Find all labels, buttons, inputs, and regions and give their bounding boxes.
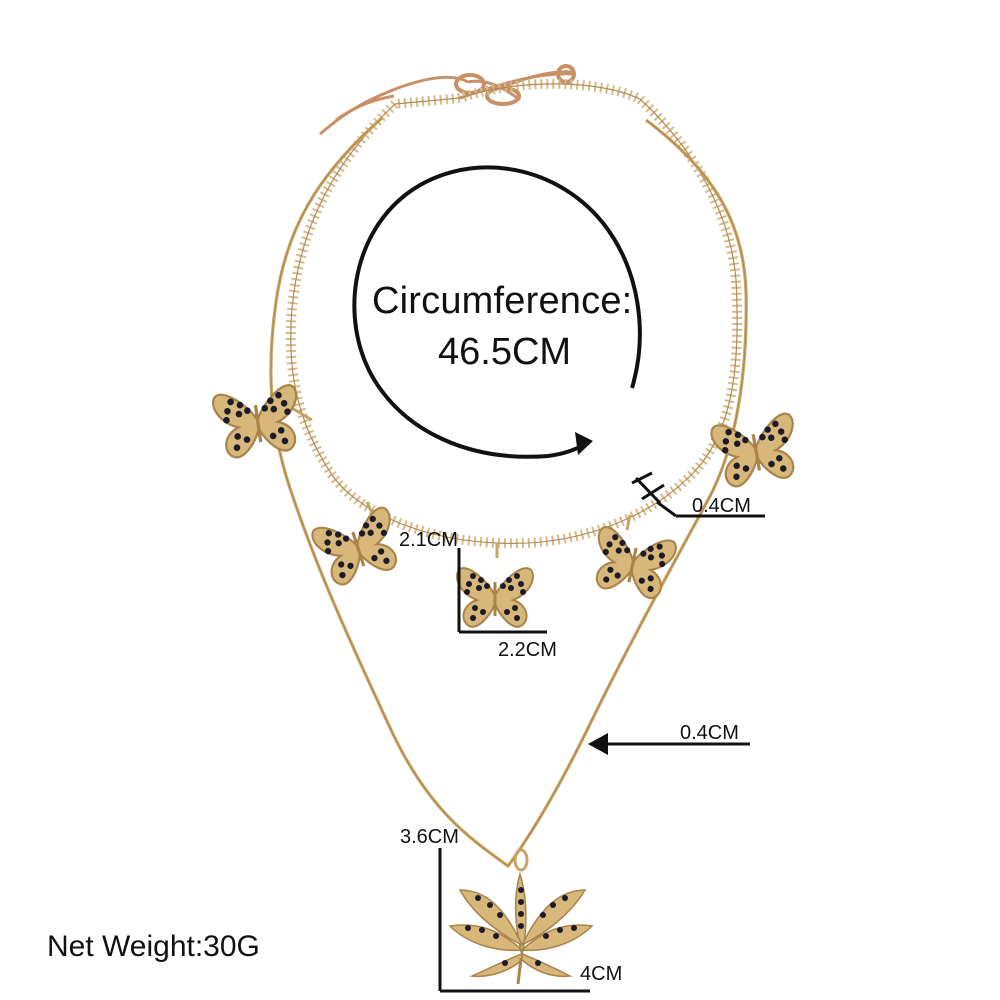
extension-chain-left	[319, 75, 521, 136]
circular-arrow-icon	[352, 165, 642, 459]
net-weight-label: Net Weight:30G	[47, 930, 260, 963]
snake-chain-width-label: 0.4CM	[680, 722, 739, 744]
butterfly-charm-4	[586, 514, 679, 603]
tennis-chain-width-label: 0.4CM	[692, 495, 751, 517]
circumference-label: Circumference:	[372, 280, 633, 322]
lobster-clasps	[454, 64, 576, 106]
circumference-value: 46.5CM	[438, 331, 572, 373]
butterfly-charm-1	[210, 382, 313, 462]
leaf-pendant	[448, 848, 594, 985]
butterfly-charm-2	[308, 501, 407, 591]
butterfly-height-label: 2.1CM	[399, 529, 458, 551]
dimension-marker-tennis-width	[631, 471, 765, 518]
butterfly-charm-5	[708, 410, 804, 491]
butterfly-charm-3	[455, 543, 535, 629]
butterfly-width-label: 2.2CM	[498, 639, 557, 661]
leaf-width-label: 4CM	[580, 963, 623, 985]
arrow-left-icon	[588, 733, 750, 755]
leaf-height-label: 3.6CM	[400, 826, 459, 848]
